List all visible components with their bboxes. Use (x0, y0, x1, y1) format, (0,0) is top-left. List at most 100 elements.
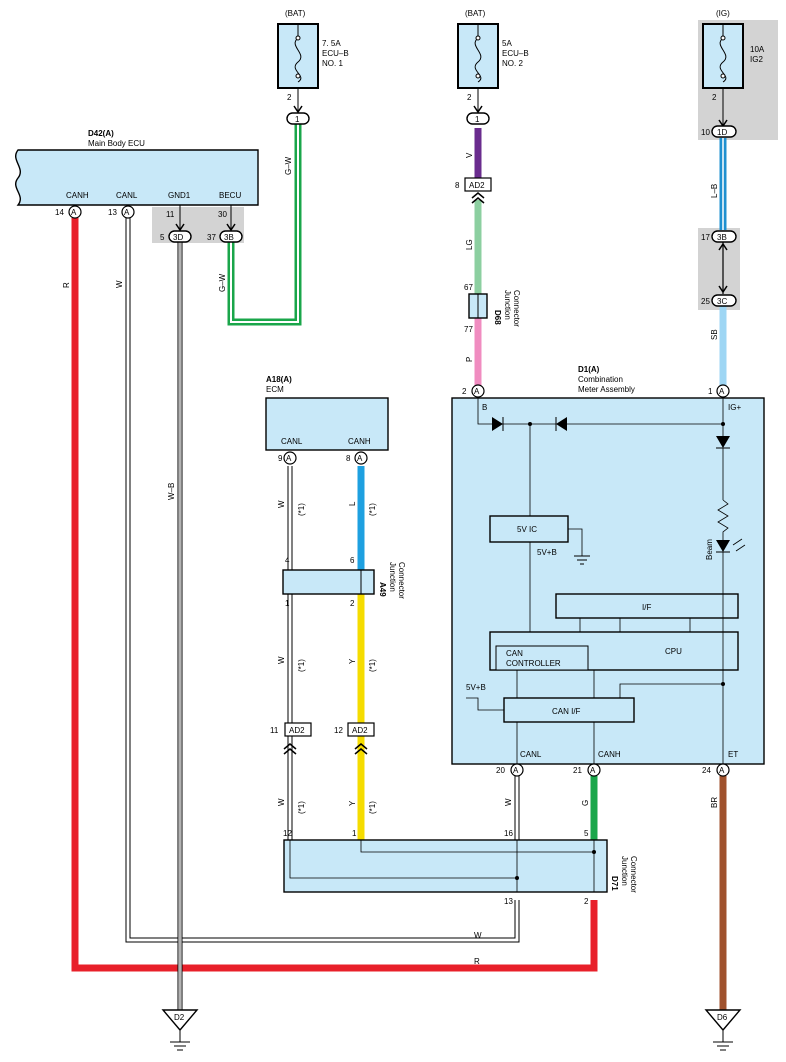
main-body-ecu: D42(A) Main Body ECU CANH CANL GND1 BECU (15, 129, 259, 206)
svg-text:(*1): (*1) (297, 659, 306, 672)
ground-d6: D6 (704, 1009, 742, 1051)
svg-text:CONTROLLER: CONTROLLER (506, 659, 561, 668)
d42-name: Main Body ECU (88, 139, 145, 148)
fuse2-line3: NO. 2 (502, 59, 523, 68)
svg-text:W: W (115, 280, 124, 288)
svg-text:W: W (474, 931, 482, 940)
svg-text:A: A (286, 454, 292, 463)
svg-text:20: 20 (496, 766, 505, 775)
svg-text:CANL: CANL (281, 437, 303, 446)
svg-text:2: 2 (462, 387, 467, 396)
fuse2-line2: ECU–B (502, 49, 529, 58)
svg-text:(*1): (*1) (297, 503, 306, 516)
jc-d68: 67 77 D68 Junction Connector (464, 283, 521, 334)
fuse2-supply: (BAT) (465, 9, 486, 18)
svg-text:3B: 3B (224, 233, 234, 242)
svg-text:A: A (590, 766, 596, 775)
svg-text:W–B: W–B (167, 483, 176, 500)
svg-text:Junction: Junction (503, 290, 512, 320)
svg-text:37: 37 (207, 233, 216, 242)
svg-text:13: 13 (504, 897, 513, 906)
svg-text:V: V (465, 152, 474, 158)
svg-text:CAN: CAN (506, 649, 523, 658)
svg-text:CANH: CANH (66, 191, 89, 200)
conn-1d: 1D 10 (701, 125, 737, 138)
ecm: A18(A) ECM CANL CANH (265, 375, 389, 451)
svg-text:1: 1 (295, 115, 300, 124)
svg-text:1: 1 (475, 115, 480, 124)
svg-text:11: 11 (166, 210, 175, 219)
svg-text:77: 77 (464, 325, 473, 334)
svg-text:CANH: CANH (598, 750, 621, 759)
conn-fuse1: 1 (286, 112, 310, 125)
svg-text:A: A (124, 208, 130, 217)
svg-text:AD2: AD2 (289, 726, 305, 735)
svg-text:12: 12 (334, 726, 343, 735)
svg-text:67: 67 (464, 283, 473, 292)
svg-text:Junction: Junction (388, 562, 397, 592)
svg-text:W: W (504, 798, 513, 806)
svg-text:D2: D2 (174, 1013, 185, 1022)
svg-text:LG: LG (465, 239, 474, 250)
combination-meter: D1(A) Combination Meter Assembly B IG+ B… (451, 365, 765, 765)
svg-text:14: 14 (55, 208, 64, 217)
d42-code: D42(A) (88, 129, 114, 138)
svg-text:(*1): (*1) (368, 503, 377, 516)
svg-text:10: 10 (701, 128, 710, 137)
svg-text:D71: D71 (610, 876, 619, 891)
svg-text:2: 2 (584, 897, 589, 906)
svg-text:A: A (719, 766, 725, 775)
conn-fuse2: 1 (466, 112, 490, 125)
svg-text:11: 11 (270, 726, 279, 735)
svg-text:CANL: CANL (116, 191, 138, 200)
svg-text:8: 8 (455, 181, 460, 190)
fuse2-pin: 2 (467, 93, 472, 102)
svg-text:Beam: Beam (705, 539, 714, 560)
svg-text:W: W (277, 500, 286, 508)
svg-text:13: 13 (108, 208, 117, 217)
svg-text:4: 4 (285, 556, 290, 565)
svg-text:G–W: G–W (218, 273, 227, 292)
svg-text:BECU: BECU (219, 191, 241, 200)
svg-text:Meter Assembly: Meter Assembly (578, 385, 635, 394)
svg-text:3B: 3B (717, 233, 727, 242)
svg-text:R: R (62, 282, 71, 288)
svg-text:Connector: Connector (512, 290, 521, 327)
svg-text:L–B: L–B (710, 184, 719, 198)
fuse3-pin: 2 (712, 93, 717, 102)
svg-text:(*1): (*1) (368, 801, 377, 814)
svg-text:30: 30 (218, 210, 227, 219)
svg-text:L: L (348, 501, 357, 506)
jc-a49: 4 6 1 2 A49 Junction Connector (282, 556, 406, 608)
svg-text:G: G (581, 800, 590, 806)
fuse-ig2: (IG) 10A IG2 (702, 9, 765, 89)
fuse1-line1: 7. 5A (322, 39, 341, 48)
svg-text:Combination: Combination (578, 375, 623, 384)
svg-text:D68: D68 (493, 310, 502, 325)
svg-text:ECM: ECM (266, 385, 284, 394)
svg-text:1: 1 (285, 599, 290, 608)
svg-text:9: 9 (278, 454, 283, 463)
svg-text:5V+B: 5V+B (537, 548, 557, 557)
svg-text:AD2: AD2 (352, 726, 368, 735)
svg-text:IG+: IG+ (728, 403, 741, 412)
svg-text:P: P (465, 357, 474, 362)
fuse1-line3: NO. 1 (322, 59, 343, 68)
svg-text:Y: Y (348, 658, 357, 664)
svg-text:21: 21 (573, 766, 582, 775)
fuse3-line2: IG2 (750, 55, 763, 64)
svg-text:A: A (719, 387, 725, 396)
svg-text:A18(A): A18(A) (266, 375, 292, 384)
svg-text:SB: SB (710, 329, 719, 340)
svg-text:I/F: I/F (642, 603, 651, 612)
svg-text:R: R (474, 957, 480, 966)
jc-d71: 12 1 16 5 13 2 D71 Junction Connector (283, 829, 638, 906)
ground-d2: D2 (161, 1009, 199, 1051)
svg-text:W: W (277, 798, 286, 806)
svg-text:8: 8 (346, 454, 351, 463)
svg-text:6: 6 (350, 556, 355, 565)
svg-text:A: A (513, 766, 519, 775)
svg-text:B: B (482, 403, 487, 412)
svg-text:CAN I/F: CAN I/F (552, 707, 581, 716)
